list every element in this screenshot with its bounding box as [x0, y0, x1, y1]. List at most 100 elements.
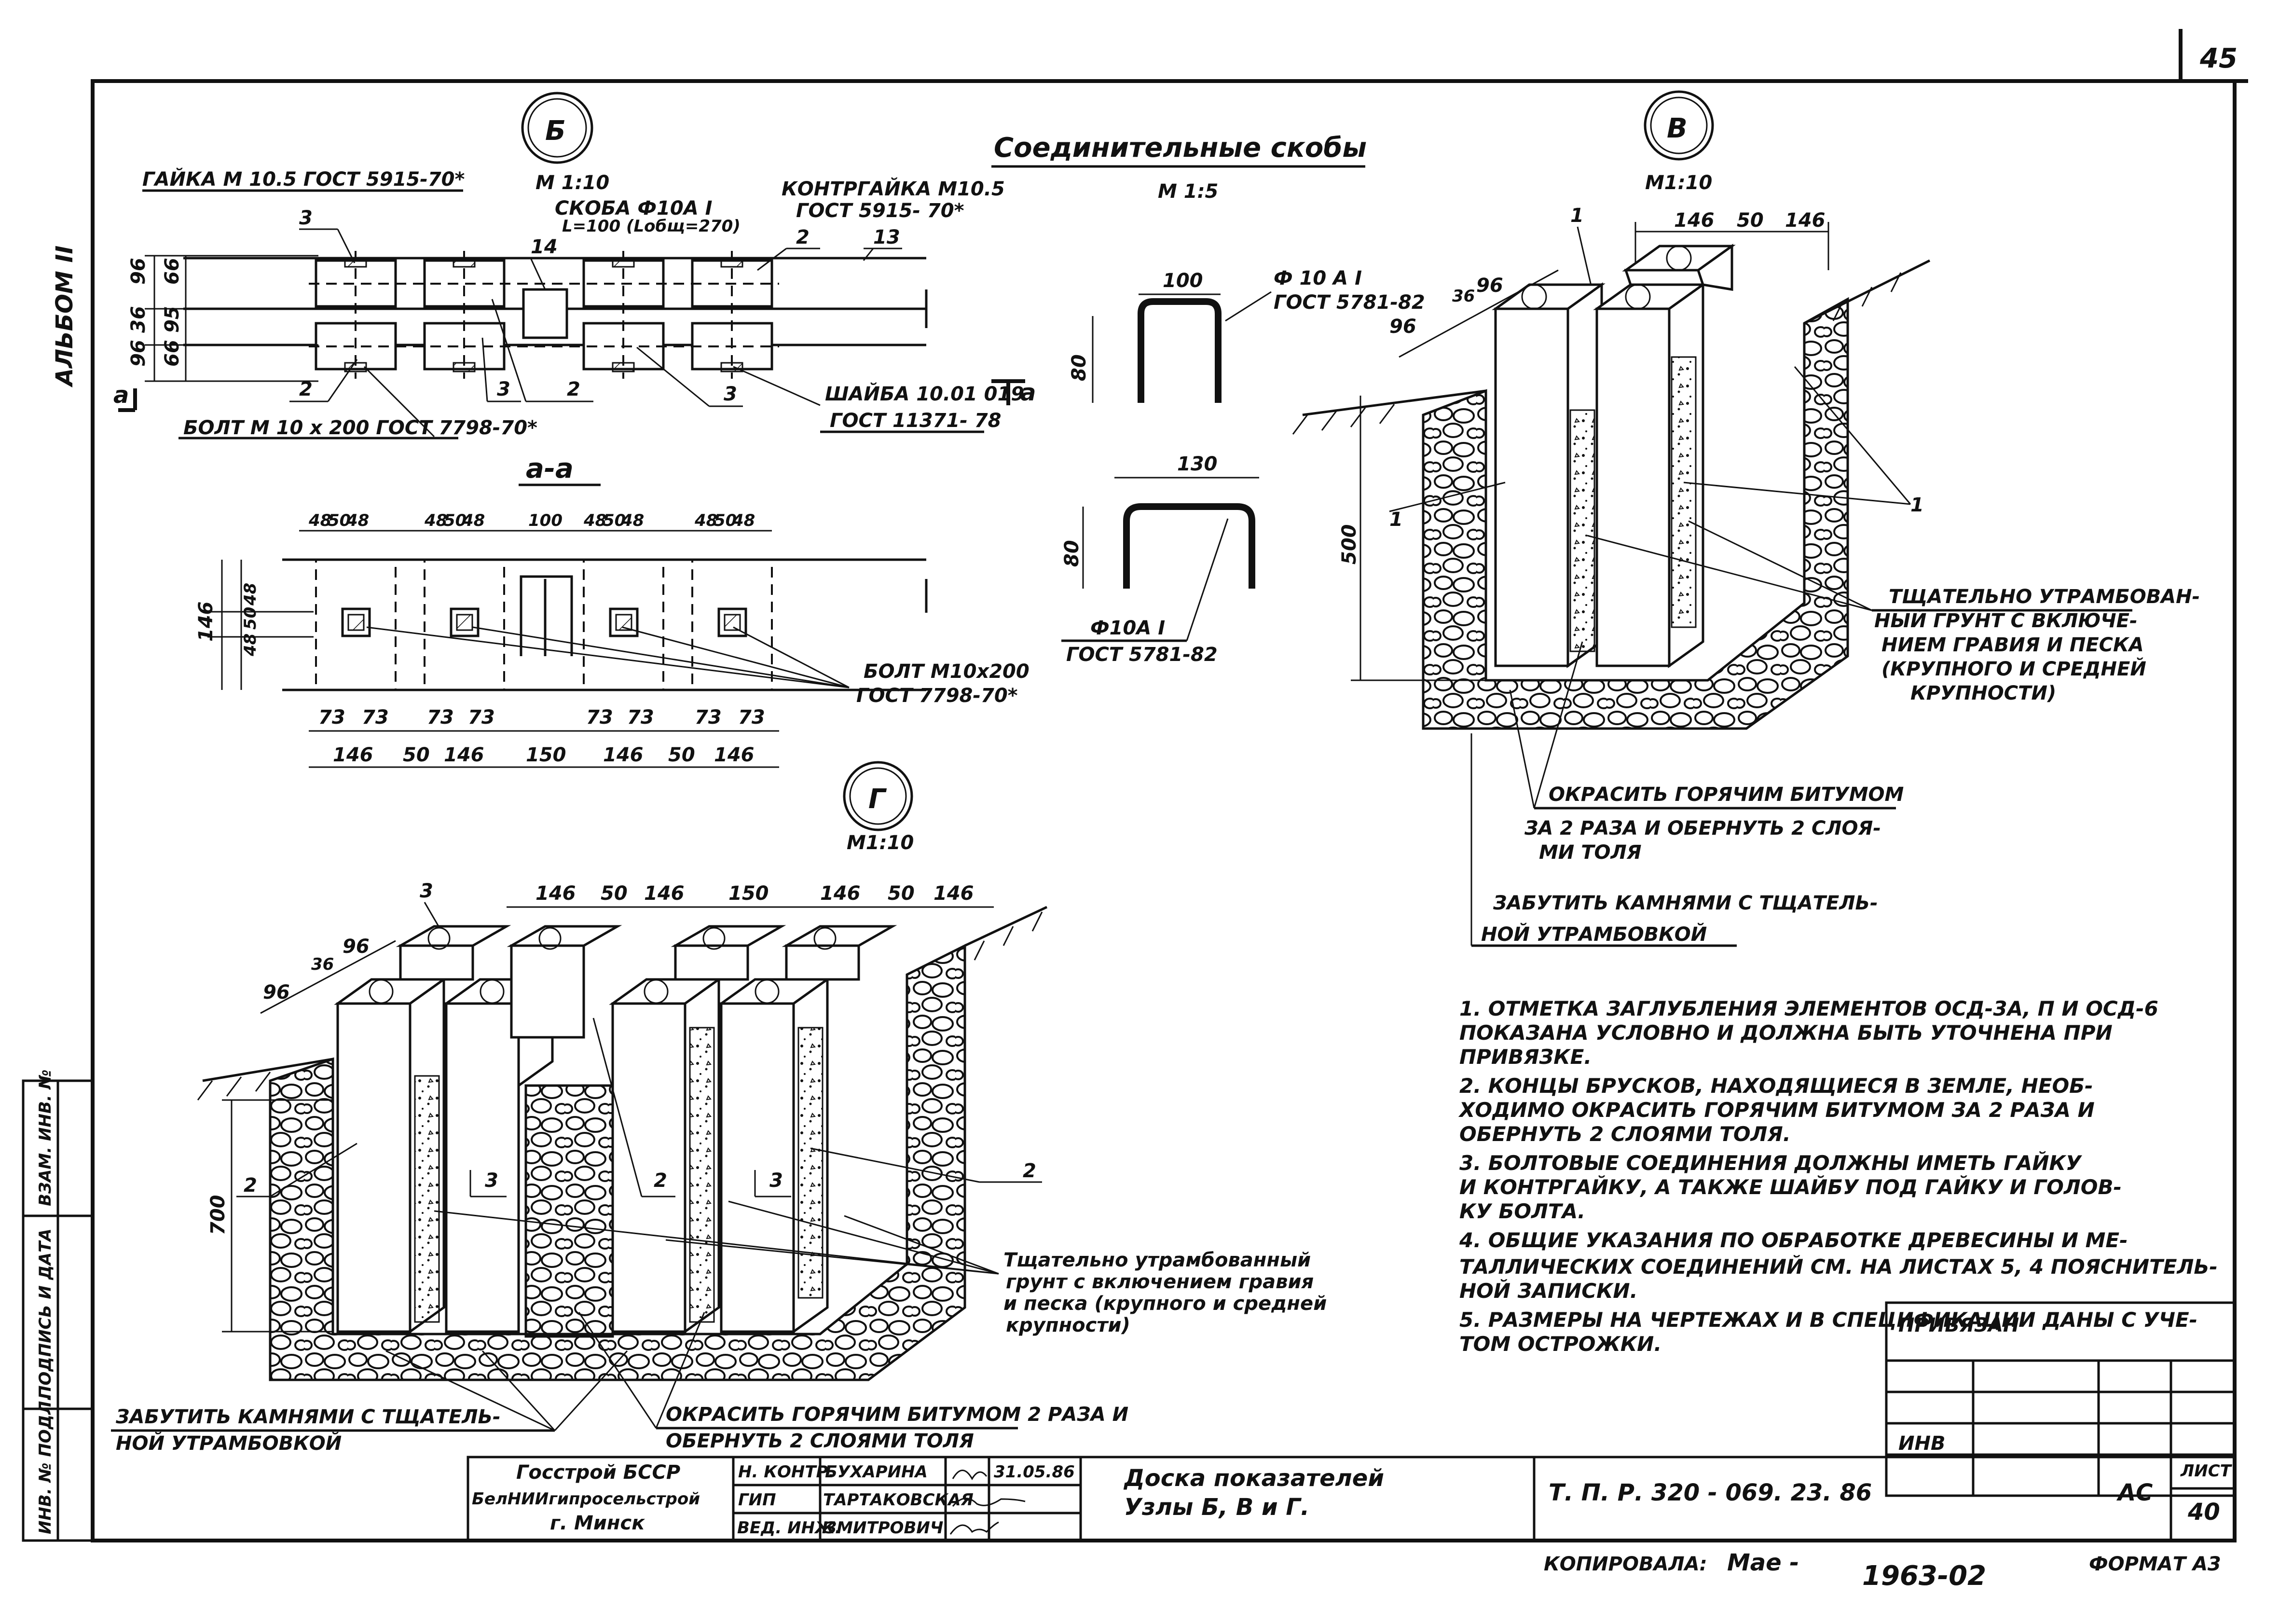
- svg-text:2: 2: [654, 1170, 667, 1192]
- aa-bolt-gost-label: ГОСТ 7798-70*: [856, 685, 1018, 707]
- svg-text:36: 36: [1452, 287, 1475, 306]
- section-mark-right: а: [1020, 379, 1036, 406]
- copied-label: КОПИРОВАЛА:: [1544, 1553, 1707, 1575]
- svg-text:НОЙ ЗАПИСКИ.: НОЙ ЗАПИСКИ.: [1459, 1279, 1638, 1303]
- svg-text:40: 40: [2187, 1499, 2220, 1526]
- svg-text:грунт с включением гравия: грунт с включением гравия: [1006, 1271, 1314, 1293]
- svg-text:48: 48: [694, 511, 717, 530]
- svg-text:50: 50: [444, 511, 467, 530]
- svg-text:2: 2: [567, 378, 580, 400]
- svg-text:ИНВ. № ПОДЛ.: ИНВ. № ПОДЛ.: [36, 1395, 55, 1534]
- svg-text:ВЕД. ИНЖ.: ВЕД. ИНЖ.: [737, 1518, 841, 1538]
- svg-text:Доска показателей: Доска показателей: [1123, 1465, 1384, 1492]
- svg-text:ГИП: ГИП: [738, 1490, 776, 1510]
- staples-title: Соединительные скобы: [994, 132, 1367, 164]
- staple-bottom-shape: [1123, 503, 1255, 589]
- section-aa-title: а-а: [526, 453, 574, 484]
- staple-bottom-height: 80: [1061, 540, 1083, 567]
- staple-top-width: 100: [1163, 270, 1203, 292]
- view-g-depth: 700: [207, 1195, 229, 1236]
- svg-text:ХОДИМО ОКРАСИТЬ ГОРЯЧИМ БИТУМО: ХОДИМО ОКРАСИТЬ ГОРЯЧИМ БИТУМОМ ЗА 2 РАЗ…: [1458, 1098, 2095, 1122]
- staple-top-label: Ф 10 А I: [1274, 267, 1362, 289]
- svg-text:3: 3: [485, 1170, 498, 1192]
- svg-text:96: 96: [127, 340, 150, 367]
- view-v-posts: [1492, 244, 1736, 668]
- svg-text:36: 36: [311, 955, 334, 974]
- section-aa: а-а 48 50 48 48 50 48 100 48 50 48 48 50…: [195, 453, 1030, 768]
- svg-text:НОЙ УТРАМБОВКОЙ: НОЙ УТРАМБОВКОЙ: [1481, 922, 1707, 946]
- section-mark-left: а: [113, 382, 129, 409]
- svg-text:146: 146: [535, 882, 576, 905]
- svg-text:Т. П. Р. 320 - 069. 23. 86: Т. П. Р. 320 - 069. 23. 86: [1549, 1479, 1872, 1506]
- svg-text:100: 100: [528, 511, 563, 530]
- svg-text:146: 146: [1674, 209, 1715, 232]
- svg-text:96: 96: [263, 981, 290, 1004]
- svg-text:36: 36: [127, 306, 150, 333]
- binding-table: ПРИВЯЗАН ИНВ: [1885, 1301, 2236, 1497]
- svg-text:ОБЕРНУТЬ 2 СЛОЯМИ ТОЛЯ: ОБЕРНУТЬ 2 СЛОЯМИ ТОЛЯ: [666, 1430, 974, 1452]
- svg-text:ЛИСТ: ЛИСТ: [2180, 1461, 2233, 1481]
- svg-text:50: 50: [1737, 209, 1764, 232]
- svg-text:2. КОНЦЫ БРУСКОВ, НАХОДЯЩИЕСЯ: 2. КОНЦЫ БРУСКОВ, НАХОДЯЩИЕСЯ В ЗЕМЛЕ, Н…: [1459, 1074, 2093, 1098]
- svg-text:ОБЕРНУТЬ 2 СЛОЯМИ ТОЛЯ.: ОБЕРНУТЬ 2 СЛОЯМИ ТОЛЯ.: [1459, 1122, 1791, 1146]
- svg-text:73: 73: [586, 706, 613, 729]
- staple-bottom-gost: ГОСТ 5781-82: [1066, 644, 1218, 666]
- nuts: [344, 257, 743, 372]
- locknut-gost-label: ГОСТ 5915- 70*: [796, 200, 964, 222]
- staple-label: СКОБА Ф10А I: [555, 197, 713, 220]
- svg-text:73: 73: [695, 706, 722, 729]
- svg-text:96: 96: [1476, 275, 1503, 297]
- svg-text:48: 48: [424, 511, 447, 530]
- svg-text:БелНИИгипросельстрой: БелНИИгипросельстрой: [472, 1489, 700, 1509]
- binding-inv: ИНВ: [1898, 1432, 1945, 1455]
- binding-title: ПРИВЯЗАН: [1898, 1314, 2019, 1336]
- staples-detail: Соединительные скобы М 1:5 100 80 Ф 10 А…: [991, 132, 1425, 666]
- svg-text:ЗАБУТИТЬ КАМНЯМИ С ТЩАТЕЛЬ-: ЗАБУТИТЬ КАМНЯМИ С ТЩАТЕЛЬ-: [115, 1406, 501, 1428]
- aa-bolt-label: БОЛТ М10х200: [864, 661, 1030, 683]
- svg-text:48: 48: [583, 511, 606, 530]
- signature-1: [952, 1470, 988, 1480]
- svg-text:Госстрой БССР: Госстрой БССР: [516, 1461, 680, 1484]
- svg-text:96: 96: [343, 936, 370, 958]
- view-g-rubble: [269, 943, 966, 1381]
- svg-text:50: 50: [668, 744, 695, 766]
- svg-text:2: 2: [1023, 1160, 1036, 1182]
- svg-text:ЗАБУТИТЬ КАМНЯМИ С ТЩАТЕЛЬ-: ЗАБУТИТЬ КАМНЯМИ С ТЩАТЕЛЬ-: [1493, 892, 1878, 914]
- svg-text:Н. КОНТР.: Н. КОНТР.: [738, 1462, 834, 1482]
- svg-text:73: 73: [318, 706, 345, 729]
- svg-text:2: 2: [244, 1174, 257, 1197]
- svg-text:НОЙ УТРАМБОВКОЙ: НОЙ УТРАМБОВКОЙ: [116, 1431, 342, 1455]
- svg-text:73: 73: [627, 706, 654, 729]
- view-b-left-dims: 96 36 96 66 95 66: [127, 255, 318, 382]
- svg-text:146: 146: [644, 882, 685, 905]
- svg-text:ТОМ ОСТРОЖКИ.: ТОМ ОСТРОЖКИ.: [1459, 1332, 1661, 1356]
- svg-text:48: 48: [462, 511, 485, 530]
- svg-text:50: 50: [328, 511, 351, 530]
- notes: 1. ОТМЕТКА ЗАГЛУБЛЕНИЯ ЭЛЕМЕНТОВ ОСД-3А,…: [1458, 997, 2218, 1356]
- svg-text:3: 3: [769, 1170, 783, 1192]
- svg-text:ЗА 2 РАЗА И ОБЕРНУТЬ 2 СЛОЯ-: ЗА 2 РАЗА И ОБЕРНУТЬ 2 СЛОЯ-: [1524, 817, 1881, 840]
- svg-text:48: 48: [308, 511, 331, 530]
- locknut-label: КОНТРГАЙКА М10.5: [782, 177, 1005, 200]
- view-v-marker: В: [1667, 113, 1688, 144]
- svg-text:4. ОБЩИЕ УКАЗАНИЯ ПО ОБРАБОТКЕ: 4. ОБЩИЕ УКАЗАНИЯ ПО ОБРАБОТКЕ ДРЕВЕСИНЫ…: [1459, 1228, 2128, 1252]
- svg-text:БУХАРИНА: БУХАРИНА: [825, 1462, 928, 1482]
- svg-text:НИЕМ ГРАВИЯ И ПЕСКА: НИЕМ ГРАВИЯ И ПЕСКА: [1881, 634, 2144, 656]
- svg-text:146: 146: [934, 882, 974, 905]
- view-g: Г М1:10 146 50 146 150 146 50 146 3 96 3…: [111, 761, 1327, 1455]
- svg-text:73: 73: [427, 706, 454, 729]
- svg-text:66: 66: [161, 340, 183, 367]
- svg-text:48: 48: [241, 583, 260, 606]
- svg-text:2: 2: [299, 378, 313, 400]
- svg-text:1: 1: [1389, 509, 1403, 531]
- svg-text:3: 3: [724, 383, 737, 405]
- svg-text:146: 146: [195, 602, 217, 642]
- signature-3: [949, 1521, 999, 1535]
- svg-text:96: 96: [1389, 316, 1416, 338]
- svg-text:МИ ТОЛЯ: МИ ТОЛЯ: [1539, 841, 1642, 864]
- svg-text:(КРУПНОГО И СРЕДНЕЙ: (КРУПНОГО И СРЕДНЕЙ: [1881, 657, 2146, 680]
- svg-text:50: 50: [241, 607, 260, 630]
- svg-text:ОКРАСИТЬ ГОРЯЧИМ БИТУМОМ: ОКРАСИТЬ ГОРЯЧИМ БИТУМОМ: [1549, 784, 1904, 806]
- staple-bottom-width: 130: [1177, 453, 1218, 475]
